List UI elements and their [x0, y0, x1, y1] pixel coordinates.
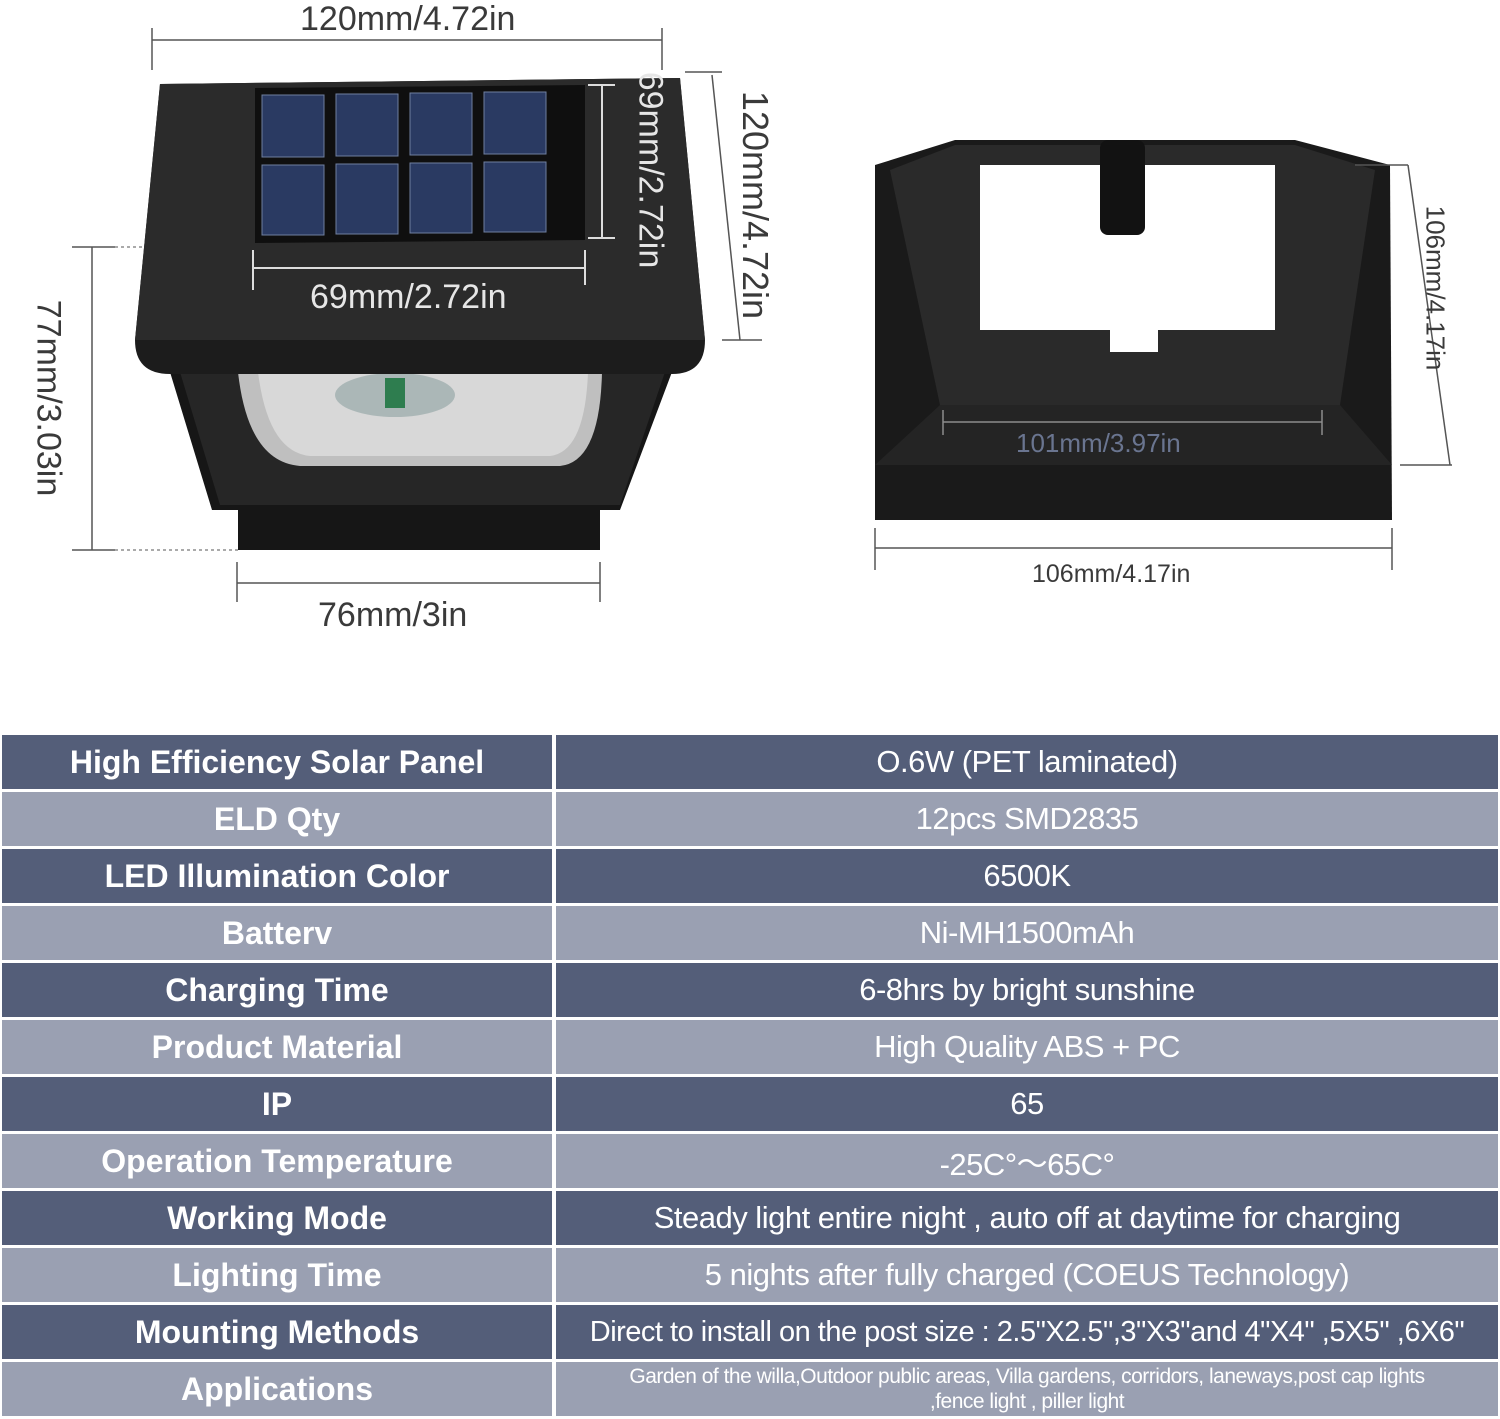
spec-value: Direct to install on the post size : 2.5…: [556, 1305, 1498, 1359]
spec-value: 65: [556, 1077, 1498, 1131]
spec-table: High Efficiency Solar Panel O.6W (PET la…: [2, 732, 1498, 1419]
spec-label: Working Mode: [2, 1191, 556, 1245]
dimension-top-depth: 120mm/4.72in: [735, 90, 776, 320]
dimension-mount-inner-width: 101mm/3.97in: [1016, 428, 1181, 458]
spec-row: Operation Temperature -25C°～65C°: [2, 1134, 1498, 1188]
spec-row: High Efficiency Solar Panel O.6W (PET la…: [2, 735, 1498, 789]
spec-row: Product Material High Quality ABS + PC: [2, 1020, 1498, 1074]
spec-label: Mounting Methods: [2, 1305, 556, 1359]
spec-label: Operation Temperature: [2, 1134, 556, 1188]
spec-label: IP: [2, 1077, 556, 1131]
spec-value: Garden of the willa,Outdoor public areas…: [556, 1362, 1498, 1416]
dimension-light-height: 77mm/3.03in: [29, 299, 68, 497]
dimension-base-width: 76mm/3in: [318, 596, 468, 634]
spec-value: 6-8hrs by bright sunshine: [556, 963, 1498, 1017]
spec-label: Product Material: [2, 1020, 556, 1074]
spec-label: LED Illumination Color: [2, 849, 556, 903]
solar-post-light: [135, 78, 705, 550]
spec-value: O.6W (PET laminated): [556, 735, 1498, 789]
spec-label: ELD Qty: [2, 792, 556, 846]
dimension-panel-width: 69mm/2.72in: [310, 278, 507, 316]
spec-label: Batterv: [2, 906, 556, 960]
spec-value: -25C°～65C°: [556, 1134, 1498, 1188]
spec-row: Batterv Ni-MH1500mAh: [2, 906, 1498, 960]
spec-value: High Quality ABS + PC: [556, 1020, 1498, 1074]
spec-label: Lighting Time: [2, 1248, 556, 1302]
spec-row: Mounting Methods Direct to install on th…: [2, 1305, 1498, 1359]
spec-value: Steady light entire night , auto off at …: [556, 1191, 1498, 1245]
spec-value: 6500K: [556, 849, 1498, 903]
spec-label: Applications: [2, 1362, 556, 1416]
spec-value: 5 nights after fully charged (COEUS Tech…: [556, 1248, 1498, 1302]
spec-row: IP 65: [2, 1077, 1498, 1131]
dimension-top-width: 120mm/4.72in: [300, 0, 516, 38]
dimension-mount-width: 106mm/4.17in: [1032, 560, 1191, 588]
dimension-mount-depth: 106mm/4.17in: [1420, 205, 1451, 371]
product-illustration: [72, 28, 1452, 602]
spec-value: Ni-MH1500mAh: [556, 906, 1498, 960]
spec-label: Charging Time: [2, 963, 556, 1017]
spec-row: ELD Qty 12pcs SMD2835: [2, 792, 1498, 846]
spec-row: Applications Garden of the willa,Outdoor…: [2, 1362, 1498, 1416]
dimension-panel-height: 69mm/2.72in: [631, 71, 670, 269]
spec-row: LED Illumination Color 6500K: [2, 849, 1498, 903]
spec-value: 12pcs SMD2835: [556, 792, 1498, 846]
mounting-base: [875, 140, 1392, 520]
spec-row: Charging Time 6-8hrs by bright sunshine: [2, 963, 1498, 1017]
spec-row: Working Mode Steady light entire night ,…: [2, 1191, 1498, 1245]
spec-row: Lighting Time 5 nights after fully charg…: [2, 1248, 1498, 1302]
spec-label: High Efficiency Solar Panel: [2, 735, 556, 789]
